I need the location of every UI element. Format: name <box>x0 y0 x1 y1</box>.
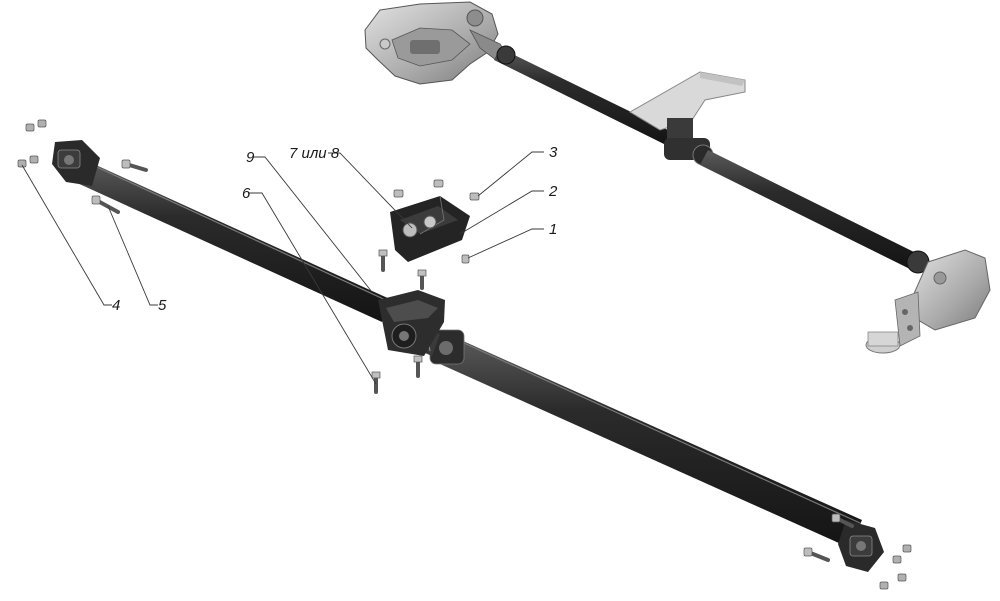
callout-4: 4 <box>112 297 120 314</box>
front-universal-joint <box>52 140 100 186</box>
callout-3: 3 <box>549 144 558 161</box>
intermediate-universal-joint <box>429 329 465 365</box>
vehicle-crossmember <box>629 71 746 140</box>
installed-assembly <box>364 1 991 354</box>
bolts-rear-joint <box>803 513 854 562</box>
bracket-nuts <box>393 179 480 264</box>
leader-lines <box>21 151 544 385</box>
propeller-shaft-rear-section <box>440 336 862 548</box>
nuts-group-front <box>17 119 47 168</box>
rear-universal-joint <box>838 520 884 572</box>
leader-1 <box>467 228 544 259</box>
center-support-bearing-housing <box>378 290 445 356</box>
bolts-front-joint <box>91 159 148 214</box>
support-bracket <box>390 195 470 262</box>
callout-labels: 3 2 1 7 или 8 9 6 4 5 <box>112 144 558 314</box>
callout-5: 5 <box>158 297 167 314</box>
callout-1: 1 <box>549 221 557 238</box>
propeller-shaft-front-section <box>75 160 392 322</box>
installed-shaft-front <box>494 45 672 145</box>
nuts-group-rear <box>879 544 912 590</box>
callout-7-or-8: 7 или 8 <box>289 145 340 162</box>
callout-6: 6 <box>242 185 251 202</box>
leader-9 <box>253 156 373 293</box>
leader-78 <box>328 152 413 229</box>
callout-9: 9 <box>246 149 255 166</box>
leader-4 <box>21 164 112 306</box>
transfer-case-casting <box>364 1 509 85</box>
leader-5 <box>107 205 158 306</box>
callout-2: 2 <box>548 183 558 200</box>
leader-2 <box>459 190 544 235</box>
leader-6 <box>248 192 377 385</box>
rear-axle-casting <box>865 249 991 354</box>
rubber-insert <box>402 215 437 238</box>
leader-3 <box>477 151 544 197</box>
installed-shaft-rear <box>700 150 930 274</box>
